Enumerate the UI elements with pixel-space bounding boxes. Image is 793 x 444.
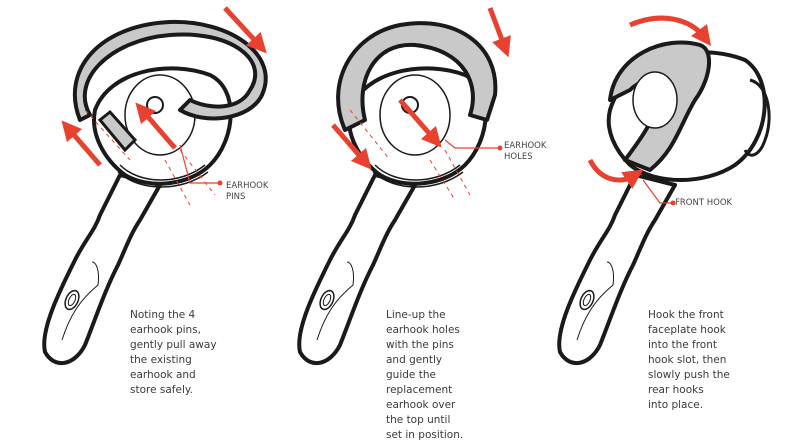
panel-2-headset — [297, 7, 511, 366]
arrow-icon — [331, 123, 372, 170]
front-hook-label: FRONT HOOK — [675, 198, 733, 208]
earhook — [336, 21, 498, 132]
earhook-holes-label: EARHOOK HOLES — [504, 141, 547, 162]
step-2-instructions: Line-up the earhook holes with the pins … — [386, 309, 464, 441]
arrow-icon — [398, 98, 442, 148]
step-1-instructions: Noting the 4 earhook pins, gently pull a… — [130, 309, 217, 396]
panel-1-headset — [42, 6, 268, 366]
earhook-pins-label: EARHOOK PINS — [226, 181, 269, 202]
step-3-instructions: Hook the front faceplate hook into the f… — [648, 309, 730, 411]
arrow-icon — [223, 6, 267, 54]
arrow-icon — [61, 120, 102, 167]
arrow-icon — [487, 7, 511, 58]
earhook — [73, 19, 268, 122]
curved-arrow-icon — [629, 15, 712, 46]
arrow-icon — [135, 102, 177, 150]
panel-3-headset — [557, 15, 771, 366]
curved-arrow-icon — [587, 158, 644, 189]
